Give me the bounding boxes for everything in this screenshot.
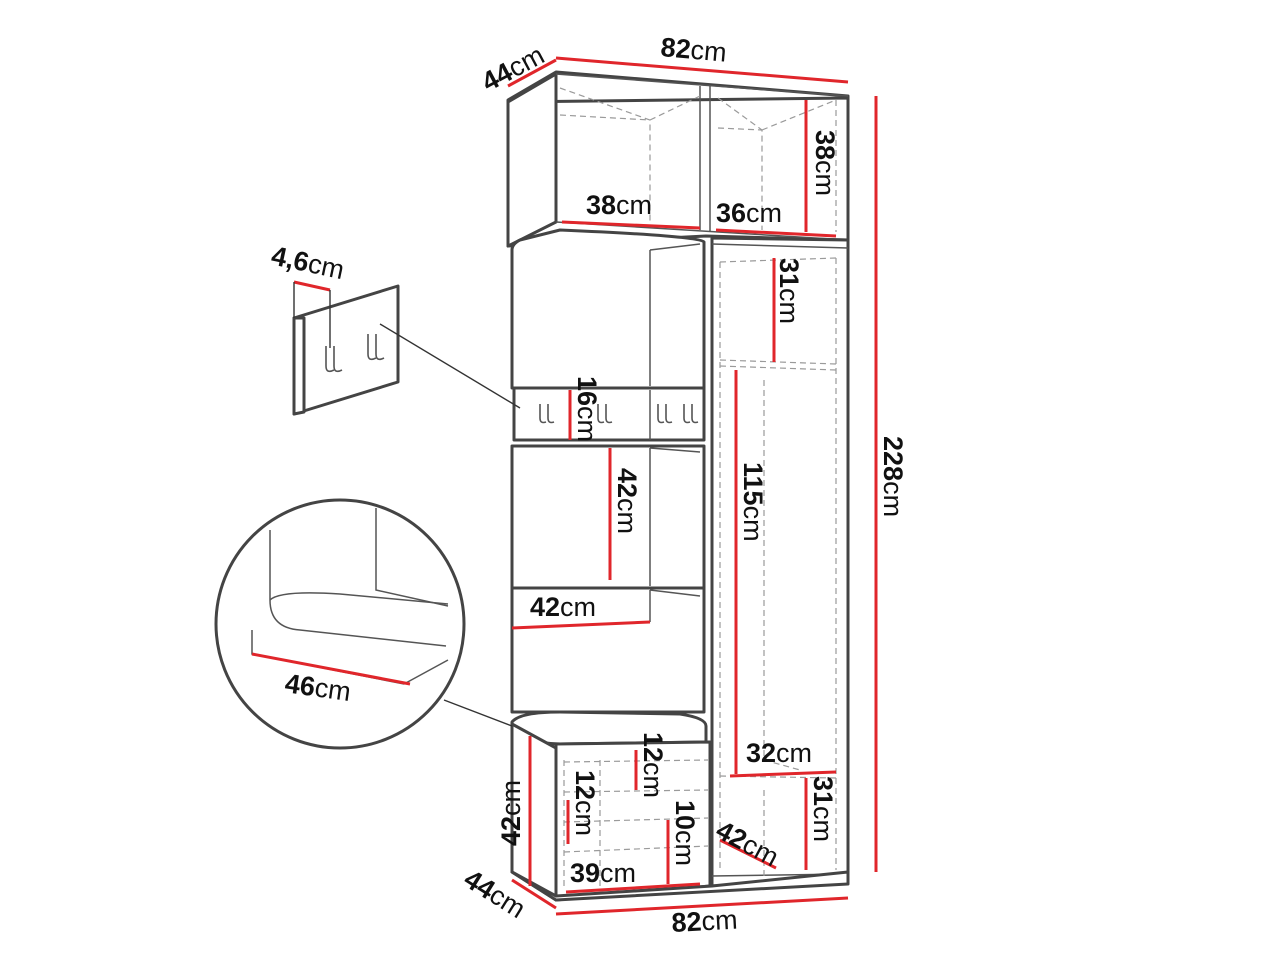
dim-bottom-width [555,896,849,916]
dim-seat-depth [251,652,411,686]
label-panel-height: 42cm [612,468,642,534]
dim-bottom-depth [511,878,557,910]
label-upper-left: 38cm [586,190,652,220]
dim-shoe-width [565,882,701,894]
label-hook-strip: 16cm [572,376,602,442]
dim-upper-left [561,220,701,230]
hook-board-detail [292,284,521,416]
label-panel-width: 42cm [530,592,596,622]
label-upper-right: 36cm [716,198,782,228]
label-right-top: 31cm [774,258,804,324]
label-right-bottom-height: 31cm [808,776,838,842]
label-shoe-height: 42cm [496,780,526,846]
label-right-bottom-width: 32cm [746,738,812,768]
dimension-lines [251,56,878,916]
marker-lines [293,282,331,348]
dim-upper-right [715,228,837,238]
dim-panel-width [511,620,651,630]
label-shelf3: 10cm [670,800,700,866]
label-top-width: 82cm [659,32,727,68]
label-hook-depth: 4,6cm [269,241,347,286]
base-plinth [510,870,850,902]
label-shelf2: 12cm [570,770,600,836]
label-seat-depth: 46cm [283,668,353,707]
label-shelf1: 12cm [638,732,668,798]
label-rail: 115cm [738,462,768,542]
dim-top-depth [507,58,557,88]
label-total-height: 228cm [878,436,908,517]
dim-hook-depth [293,280,331,292]
seat-detail-circle [214,498,513,750]
label-bottom-width: 82cm [671,905,739,938]
label-shoe-width: 39cm [570,858,636,888]
dim-right-bottom-width [729,770,837,778]
shoe-cabinet [510,722,712,902]
dim-right-bottom-depth [719,838,777,870]
upper-cabinet [506,72,850,248]
label-upper-height: 38cm [810,130,840,196]
dim-top-width [555,56,849,84]
